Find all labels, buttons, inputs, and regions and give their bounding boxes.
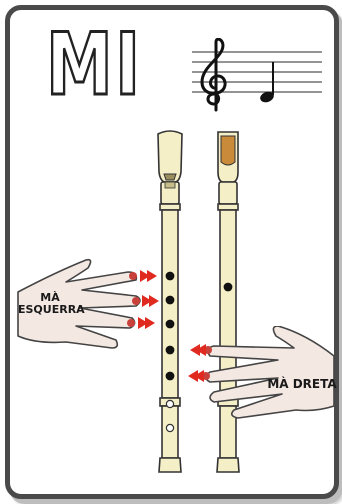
right-hand-icon [186, 326, 336, 426]
note-title: MI [46, 22, 142, 108]
press-arrow-icon [188, 344, 206, 382]
press-arrow-icon [138, 270, 159, 329]
thumb-hole [224, 283, 233, 292]
left-hand-label: MÀ ESQUERRA [18, 292, 82, 315]
treble-clef-icon [202, 39, 225, 110]
right-hand-label: MÀ DRETA [266, 378, 338, 391]
quarter-note-icon [259, 62, 276, 104]
recorder-back [208, 128, 248, 484]
music-staff [192, 38, 324, 114]
